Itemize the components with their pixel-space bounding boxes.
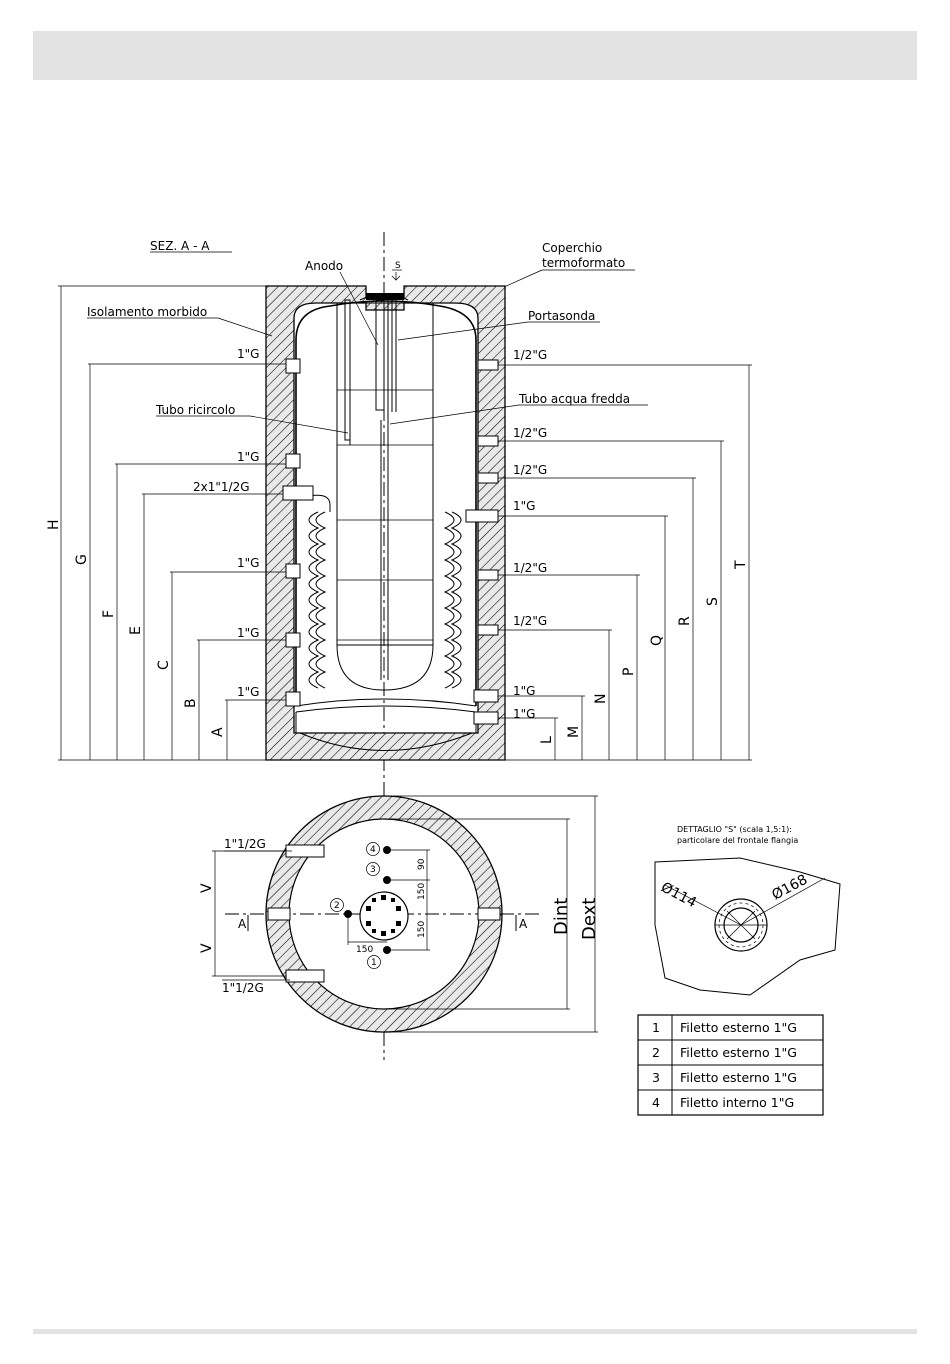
anode — [375, 299, 385, 411]
inner-cylinder — [336, 302, 434, 646]
legend-row: 1 Filetto esterno 1"G — [652, 1020, 797, 1035]
fitting-label: 1/2"G — [513, 463, 547, 477]
port-1: 1 — [371, 958, 377, 968]
dim-A: A — [210, 727, 226, 737]
footer-rule — [33, 1329, 917, 1334]
detail-title-1: DETTAGLIO "S" (scala 1,5:1): — [677, 825, 792, 834]
insulation-jacket — [265, 285, 506, 761]
fitting-label: 1/2"G — [513, 426, 547, 440]
left-nozzles — [282, 358, 314, 707]
fitting-label: 1"G — [513, 499, 535, 513]
port-3: 3 — [370, 865, 376, 875]
nozzle-bottom-left — [285, 969, 325, 983]
label-isolamento: Isolamento morbido — [87, 305, 207, 319]
dim-N: N — [593, 694, 609, 704]
legend-text: Filetto interno 1"G — [680, 1095, 794, 1110]
legend-num: 3 — [652, 1070, 660, 1085]
legend-text: Filetto esterno 1"G — [680, 1045, 797, 1060]
port-2: 2 — [334, 901, 340, 911]
fitting-label: 1"G — [237, 626, 259, 640]
dim-90: 90 — [417, 858, 427, 870]
dim-V-lower: V — [199, 943, 215, 953]
label-tubo-acqua-fredda: Tubo acqua fredda — [518, 392, 630, 406]
label-coperchio-2: termoformato — [542, 256, 625, 270]
dim-Dint: Dint — [551, 898, 572, 935]
dim-B: B — [183, 698, 199, 708]
fitting-label: 1"G — [237, 347, 259, 361]
legend-table: 1 Filetto esterno 1"G 2 Filetto esterno … — [637, 1014, 824, 1116]
plan-view: 4 3 2 1 90 150 150 150 1"1/2G 1"1/2G V V — [199, 795, 600, 1033]
fitting-label: 1"G — [513, 684, 535, 698]
dim-L: L — [539, 736, 555, 744]
tank-shell — [295, 300, 477, 706]
fitting-label: 1/2"G — [513, 348, 547, 362]
label-tubo-ricircolo: Tubo ricircolo — [155, 403, 235, 417]
legend-text: Filetto esterno 1"G — [680, 1070, 797, 1085]
legend-num: 2 — [652, 1045, 660, 1060]
port-4: 4 — [370, 845, 376, 855]
legend-row: 4 Filetto interno 1"G — [652, 1095, 794, 1110]
left-fitting-labels: 1"G 1"G 2x1"1/2G 1"G 1"G 1"G — [193, 347, 259, 699]
dim-Q: Q — [649, 635, 665, 646]
right-fitting-labels: 1/2"G 1/2"G 1/2"G 1"G 1/2"G 1/2"G 1"G 1"… — [513, 348, 547, 721]
right-dimensions: L M N P Q R S T — [498, 364, 752, 761]
legend-num: 4 — [652, 1095, 660, 1110]
dim-E: E — [128, 626, 144, 635]
header-band — [33, 31, 917, 80]
dim-T: T — [733, 560, 749, 570]
lid-flange — [366, 293, 404, 300]
label-anodo: Anodo — [305, 259, 343, 273]
section-title: SEZ. A - A — [150, 239, 210, 253]
dim-P: P — [621, 668, 637, 676]
dim-150-lower: 150 — [417, 921, 427, 938]
fitting-label: 1"G — [237, 450, 259, 464]
dim-M: M — [566, 726, 582, 738]
port-markers: 4 3 2 1 — [330, 842, 381, 969]
left-dimensions: H G F E C B A — [46, 285, 505, 761]
section-mark-right: A — [519, 917, 528, 931]
fitting-label: 1"G — [237, 685, 259, 699]
legend-row: 3 Filetto esterno 1"G — [652, 1070, 797, 1085]
fitting-label: 1"G — [513, 707, 535, 721]
label-portasonda: Portasonda — [528, 309, 595, 323]
dim-H: H — [46, 519, 62, 530]
dim-150-horizontal: 150 — [356, 945, 373, 955]
fitting-label: 1/2"G — [513, 561, 547, 575]
plan-fitting-top: 1"1/2G — [224, 837, 266, 851]
dim-G: G — [74, 554, 90, 565]
fitting-label: 1"G — [237, 556, 259, 570]
section-view: SEZ. A - A — [46, 232, 752, 1060]
dim-R: R — [677, 616, 693, 626]
detail-title-2: particolare del frontale flangia — [677, 836, 798, 845]
legend-row: 2 Filetto esterno 1"G — [652, 1045, 797, 1060]
plan-flange — [359, 891, 409, 941]
right-nozzles — [465, 359, 499, 725]
label-s-marker: S — [395, 261, 401, 271]
heat-exchanger-coil — [299, 494, 480, 689]
legend-text: Filetto esterno 1"G — [680, 1020, 797, 1035]
dim-V-upper: V — [199, 883, 215, 893]
label-coperchio-1: Coperchio — [542, 241, 602, 255]
dim-C: C — [156, 660, 172, 670]
legend-num: 1 — [652, 1020, 660, 1035]
plan-fitting-bottom: 1"1/2G — [222, 981, 264, 995]
detail-s: DETTAGLIO "S" (scala 1,5:1): particolare… — [654, 825, 841, 996]
dim-F: F — [101, 610, 117, 618]
anode-rod — [344, 299, 351, 441]
dim-Dext: Dext — [579, 898, 600, 940]
dim-150-upper: 150 — [417, 883, 427, 900]
section-mark-left: A — [238, 917, 247, 931]
dim-S: S — [705, 597, 721, 606]
fitting-label: 1/2"G — [513, 614, 547, 628]
fitting-label: 2x1"1/2G — [193, 480, 250, 494]
